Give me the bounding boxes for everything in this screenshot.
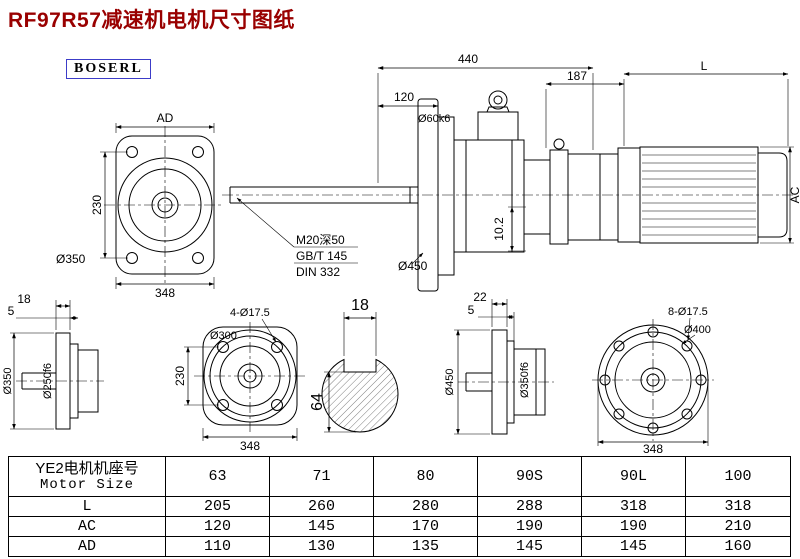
value-cell: 120 xyxy=(165,516,270,537)
value-cell: 190 xyxy=(581,516,686,537)
bolt-hole xyxy=(126,146,138,158)
size-col-90s: 90S xyxy=(477,456,582,497)
dim-5: 5 xyxy=(8,304,15,318)
gearbox-front-view: AD 230 Ø350 348 xyxy=(56,111,224,300)
label-dia-350: Ø350 xyxy=(56,252,86,266)
bolt-hole xyxy=(681,340,693,352)
bolt-hole xyxy=(599,374,611,386)
bolt-hole xyxy=(192,252,204,264)
label-dia-300: Ø300 xyxy=(210,330,237,342)
shaft-section-with-keyway xyxy=(321,358,399,433)
label-bolt-holes-8: 8-Ø17.5 xyxy=(668,306,708,318)
flange-outline xyxy=(202,326,298,426)
value-cell: 260 xyxy=(269,496,374,517)
input-side-view: 22 5 Ø450 Ø350f6 xyxy=(444,290,554,435)
label-bolt-holes-4: 4-Ø17.5 xyxy=(230,307,270,319)
flange-outline xyxy=(597,324,709,436)
row-label-AD: AD xyxy=(8,536,166,557)
label-dia-250f6: Ø250f6 xyxy=(42,363,54,399)
bolt-hole xyxy=(613,340,625,352)
value-cell: 110 xyxy=(165,536,270,557)
value-cell: 170 xyxy=(373,516,478,537)
table-row-L: L 205 260 280 288 318 318 xyxy=(8,496,791,517)
bolt-hole xyxy=(647,422,659,434)
dim-22: 22 xyxy=(473,290,487,304)
dim-230: 230 xyxy=(173,366,187,386)
dim-5: 5 xyxy=(468,303,475,317)
bolt-hole xyxy=(613,408,625,420)
label-gbt-standard: GB/T 145 xyxy=(296,249,347,263)
brand-logo: BOSERL xyxy=(66,59,151,79)
label-dia-400: Ø400 xyxy=(684,324,711,336)
size-col-71: 71 xyxy=(269,456,374,497)
bolt-hole xyxy=(271,399,283,411)
table-row-AC: AC 120 145 170 190 190 210 xyxy=(8,516,791,537)
size-col-100: 100 xyxy=(685,456,791,497)
label-dia-450: Ø450 xyxy=(398,259,428,273)
value-cell: 130 xyxy=(269,536,374,557)
table-header-motor-size: YE2电机机座号 Motor Size xyxy=(8,456,166,497)
dim-keyway-18: 18 xyxy=(351,297,369,314)
dim-348: 348 xyxy=(240,439,260,453)
dim-120: 120 xyxy=(394,90,414,104)
label-dia-350f6: Ø350f6 xyxy=(519,362,531,398)
bolt-hole xyxy=(695,374,707,386)
label-tapped-hole: M20深50 xyxy=(296,233,345,247)
value-cell: 280 xyxy=(373,496,478,517)
motor-size-table: YE2电机机座号 Motor Size 63 71 80 90S 90L 100… xyxy=(8,456,791,557)
value-cell: 145 xyxy=(269,516,374,537)
shaft-section-view: 18 64 xyxy=(309,297,399,433)
row-label-L: L xyxy=(8,496,166,517)
size-col-80: 80 xyxy=(373,456,478,497)
table-header-row: YE2电机机座号 Motor Size 63 71 80 90S 90L 100 xyxy=(8,456,791,497)
row-label-AC: AC xyxy=(8,516,166,537)
dim-L: L xyxy=(701,59,708,73)
value-cell: 190 xyxy=(477,516,582,537)
output-side-view: 18 5 Ø350 Ø250f6 xyxy=(2,292,104,430)
bolt-hole xyxy=(126,252,138,264)
header-cn: YE2电机机座号 xyxy=(35,459,139,477)
label-dia-450: Ø450 xyxy=(444,369,456,396)
value-cell: 288 xyxy=(477,496,582,517)
input-flange-view: 8-Ø17.5 Ø400 348 xyxy=(592,306,714,456)
value-cell: 145 xyxy=(477,536,582,557)
label-shaft-diameter: Ø60k6 xyxy=(418,113,450,125)
page-title: RF97R57减速机电机尺寸图纸 xyxy=(8,9,295,32)
bolt-hole xyxy=(681,408,693,420)
size-col-63: 63 xyxy=(165,456,270,497)
header-en: Motor Size xyxy=(39,477,134,494)
bolt-hole xyxy=(647,326,659,338)
gearbox-housing-outline xyxy=(115,135,215,275)
value-cell: 318 xyxy=(685,496,791,517)
dim-keyway-64: 64 xyxy=(309,393,326,411)
dim-440: 440 xyxy=(458,52,478,66)
value-cell: 318 xyxy=(581,496,686,517)
fan-cover xyxy=(757,152,788,238)
value-cell: 210 xyxy=(685,516,791,537)
dim-348: 348 xyxy=(155,286,175,300)
dim-187: 187 xyxy=(567,69,587,83)
dim-348: 348 xyxy=(643,442,663,456)
size-col-90l: 90L xyxy=(581,456,686,497)
value-cell: 160 xyxy=(685,536,791,557)
value-cell: 135 xyxy=(373,536,478,557)
bolt-hole xyxy=(271,341,283,353)
eyebolt-icon xyxy=(488,90,508,110)
adapter-flange xyxy=(549,149,569,245)
value-cell: 205 xyxy=(165,496,270,517)
gear-housing xyxy=(453,139,525,253)
dim-230: 230 xyxy=(90,195,104,215)
dim-18: 18 xyxy=(17,292,31,306)
dim-10-2: 10.2 xyxy=(492,217,506,241)
value-cell: 145 xyxy=(581,536,686,557)
dim-ac: AC xyxy=(788,186,800,203)
output-flange-view: 4-Ø17.5 Ø300 230 348 xyxy=(173,307,306,453)
technical-drawing: AD 230 Ø350 348 xyxy=(2,52,800,456)
main-side-view: 440 120 187 L Ø60k6 AC 10.2 xyxy=(222,52,800,292)
dim-ad: AD xyxy=(157,111,174,125)
table-row-AD: AD 110 130 135 145 145 160 xyxy=(8,536,791,557)
bolt-hole xyxy=(192,146,204,158)
label-din-standard: DIN 332 xyxy=(296,265,340,279)
label-dia-350: Ø350 xyxy=(2,368,14,395)
